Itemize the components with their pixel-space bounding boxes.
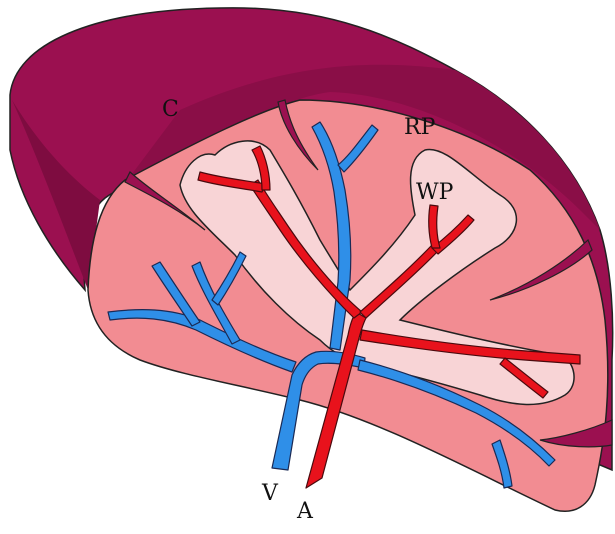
label-red-pulp: RP	[404, 115, 436, 140]
label-capsule: C	[162, 97, 179, 122]
label-white-pulp: WP	[416, 180, 454, 205]
label-artery: A	[296, 499, 314, 524]
label-vein: V	[261, 481, 279, 506]
